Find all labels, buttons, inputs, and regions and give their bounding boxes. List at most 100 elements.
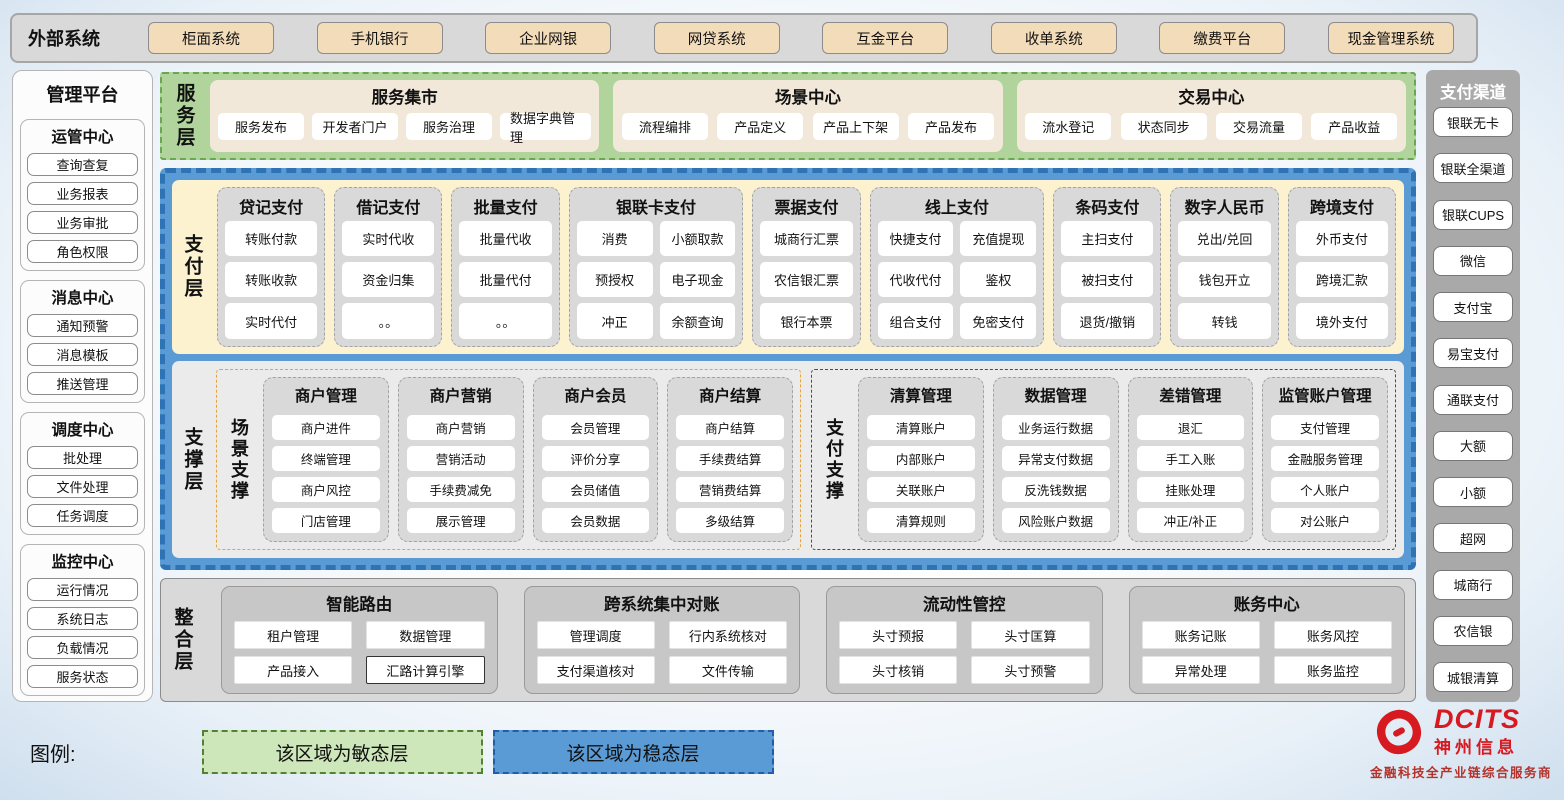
service-item-button[interactable]: 流程编排 xyxy=(621,113,708,141)
service-item-button[interactable]: 产品定义 xyxy=(717,113,804,141)
support-item-button[interactable]: 商户结算 xyxy=(676,414,784,440)
management-item-button[interactable]: 文件处理 xyxy=(27,475,138,498)
support-item-button[interactable]: 展示管理 xyxy=(406,508,515,534)
support-item-button[interactable]: 手续费结算 xyxy=(676,445,784,472)
payment-item-button[interactable]: 代收代付 xyxy=(877,262,954,298)
payment-item-button[interactable]: 预授权 xyxy=(576,262,653,298)
integration-item-button[interactable]: 异常处理 xyxy=(1141,656,1260,684)
payment-item-button[interactable]: 农信银汇票 xyxy=(760,262,853,298)
support-item-button[interactable]: 金融服务管理 xyxy=(1271,445,1379,472)
support-item-button[interactable]: 业务运行数据 xyxy=(1001,414,1110,440)
payment-item-button[interactable]: 转账收款 xyxy=(225,262,318,298)
support-item-button[interactable]: 商户营销 xyxy=(406,414,515,440)
payment-channel-button[interactable]: 支付宝 xyxy=(1433,292,1513,322)
support-item-button[interactable]: 会员管理 xyxy=(541,414,650,440)
integration-item-button[interactable]: 产品接入 xyxy=(234,656,353,684)
payment-channel-button[interactable]: 大额 xyxy=(1433,430,1513,461)
payment-channel-button[interactable]: 银联全渠道 xyxy=(1433,153,1513,184)
service-item-button[interactable]: 流水登记 xyxy=(1025,113,1112,141)
payment-item-button[interactable]: 余额查询 xyxy=(659,303,736,339)
integration-item-button[interactable]: 管理调度 xyxy=(536,621,655,650)
payment-item-button[interactable]: 兑出/兑回 xyxy=(1178,220,1271,257)
integration-item-button[interactable]: 头寸匡算 xyxy=(971,621,1090,650)
support-item-button[interactable]: 多级结算 xyxy=(676,508,784,534)
integration-item-button[interactable]: 账务记账 xyxy=(1141,621,1260,650)
support-item-button[interactable]: 反洗钱数据 xyxy=(1001,477,1110,503)
payment-item-button[interactable]: 退货/撤销 xyxy=(1061,303,1154,339)
payment-channel-button[interactable]: 小额 xyxy=(1433,477,1513,507)
integration-item-button[interactable]: 账务监控 xyxy=(1273,656,1392,684)
support-item-button[interactable]: 挂账处理 xyxy=(1136,477,1245,503)
payment-item-button[interactable]: 。。 xyxy=(459,303,552,339)
management-item-button[interactable]: 查询查复 xyxy=(27,153,138,176)
external-system-button[interactable]: 互金平台 xyxy=(822,22,949,54)
payment-item-button[interactable]: 。。 xyxy=(342,303,435,339)
support-item-button[interactable]: 门店管理 xyxy=(272,508,380,534)
payment-channel-button[interactable]: 农信银 xyxy=(1433,615,1513,646)
service-item-button[interactable]: 产品发布 xyxy=(907,113,994,141)
external-system-button[interactable]: 现金管理系统 xyxy=(1327,22,1454,54)
payment-channel-button[interactable]: 微信 xyxy=(1433,245,1513,276)
payment-item-button[interactable]: 城商行汇票 xyxy=(760,220,853,257)
service-item-button[interactable]: 开发者门户 xyxy=(312,113,398,141)
external-system-button[interactable]: 企业网银 xyxy=(485,22,612,54)
support-item-button[interactable]: 营销活动 xyxy=(406,445,515,472)
management-item-button[interactable]: 运行情况 xyxy=(27,578,138,601)
integration-item-button[interactable]: 租户管理 xyxy=(234,621,353,650)
external-system-button[interactable]: 柜面系统 xyxy=(148,22,274,54)
support-item-button[interactable]: 异常支付数据 xyxy=(1001,445,1110,472)
payment-item-button[interactable]: 资金归集 xyxy=(342,262,435,298)
payment-item-button[interactable]: 银行本票 xyxy=(760,303,853,339)
payment-item-button[interactable]: 电子现金 xyxy=(659,262,736,298)
external-system-button[interactable]: 网贷系统 xyxy=(653,22,780,54)
support-item-button[interactable]: 支付管理 xyxy=(1271,414,1379,440)
management-item-button[interactable]: 通知预警 xyxy=(27,314,138,337)
payment-channel-button[interactable]: 通联支付 xyxy=(1433,384,1513,415)
payment-channel-button[interactable]: 超网 xyxy=(1433,523,1513,554)
support-item-button[interactable]: 关联账户 xyxy=(867,477,975,503)
integration-item-button[interactable]: 账务风控 xyxy=(1273,621,1392,650)
support-item-button[interactable]: 商户进件 xyxy=(272,414,380,440)
payment-item-button[interactable]: 转账付款 xyxy=(225,220,318,257)
support-item-button[interactable]: 终端管理 xyxy=(272,445,380,472)
support-item-button[interactable]: 内部账户 xyxy=(867,445,975,472)
payment-item-button[interactable]: 冲正 xyxy=(576,303,653,339)
payment-item-button[interactable]: 批量代收 xyxy=(459,220,552,257)
service-item-button[interactable]: 产品收益 xyxy=(1311,113,1398,141)
management-item-button[interactable]: 任务调度 xyxy=(27,504,138,527)
integration-item-button[interactable]: 支付渠道核对 xyxy=(536,656,655,684)
payment-item-button[interactable]: 快捷支付 xyxy=(877,220,954,257)
support-item-button[interactable]: 评价分享 xyxy=(541,445,650,472)
management-item-button[interactable]: 消息模板 xyxy=(27,343,138,366)
payment-item-button[interactable]: 外币支付 xyxy=(1295,220,1388,257)
management-item-button[interactable]: 业务报表 xyxy=(27,182,138,205)
payment-item-button[interactable]: 主扫支付 xyxy=(1061,220,1154,257)
support-item-button[interactable]: 风险账户数据 xyxy=(1001,508,1110,534)
support-item-button[interactable]: 手续费减免 xyxy=(406,477,515,503)
payment-item-button[interactable]: 免密支付 xyxy=(960,303,1037,339)
integration-item-button[interactable]: 行内系统核对 xyxy=(668,621,787,650)
integration-item-button[interactable]: 汇路计算引擎 xyxy=(366,656,485,684)
payment-item-button[interactable]: 转钱 xyxy=(1178,303,1271,339)
management-item-button[interactable]: 角色权限 xyxy=(27,240,138,263)
payment-item-button[interactable]: 实时代收 xyxy=(342,220,435,257)
payment-item-button[interactable]: 消费 xyxy=(576,220,653,257)
payment-item-button[interactable]: 实时代付 xyxy=(225,303,318,339)
integration-item-button[interactable]: 头寸预警 xyxy=(971,656,1090,684)
payment-channel-button[interactable]: 城商行 xyxy=(1433,569,1513,600)
service-item-button[interactable]: 交易流量 xyxy=(1215,113,1302,141)
support-item-button[interactable]: 会员数据 xyxy=(541,508,650,534)
support-item-button[interactable]: 商户风控 xyxy=(272,477,380,503)
management-item-button[interactable]: 批处理 xyxy=(27,446,138,469)
service-item-button[interactable]: 状态同步 xyxy=(1120,113,1207,141)
service-item-button[interactable]: 服务治理 xyxy=(406,113,492,141)
payment-item-button[interactable]: 鉴权 xyxy=(960,262,1037,298)
service-item-button[interactable]: 数据字典管理 xyxy=(500,111,592,145)
integration-item-button[interactable]: 头寸核销 xyxy=(839,656,958,684)
management-item-button[interactable]: 业务审批 xyxy=(27,211,138,234)
payment-channel-button[interactable]: 易宝支付 xyxy=(1433,338,1513,369)
integration-item-button[interactable]: 数据管理 xyxy=(366,621,485,650)
external-system-button[interactable]: 收单系统 xyxy=(990,22,1117,54)
integration-item-button[interactable]: 文件传输 xyxy=(668,656,787,684)
support-item-button[interactable]: 清算规则 xyxy=(867,508,975,534)
